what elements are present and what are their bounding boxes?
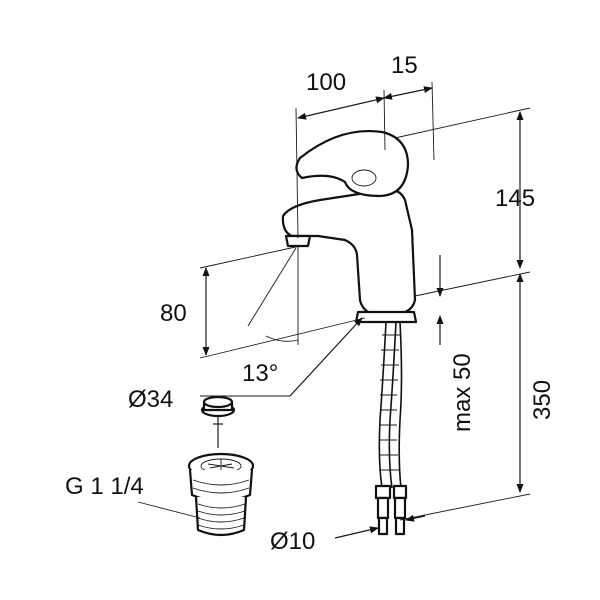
dim-offset-15: 15 (391, 52, 418, 79)
hoses (374, 321, 408, 536)
dim-height-145: 145 (495, 185, 535, 212)
dim-hose-diameter-10: Ø10 (270, 528, 315, 555)
dim-hose-length-350: 350 (529, 380, 556, 420)
dim-spout-height-80: 80 (160, 300, 187, 327)
dim-thread-g114: G 1 1/4 (65, 473, 144, 500)
dim-max-50: max 50 (449, 353, 476, 432)
waste-valve (187, 395, 255, 537)
dim-angle-13: 13° (242, 360, 278, 387)
faucet-body (281, 130, 418, 324)
dim-width-100: 100 (306, 69, 346, 96)
dimension-lines (137, 81, 531, 539)
dim-base-diameter-34: Ø34 (128, 386, 173, 413)
